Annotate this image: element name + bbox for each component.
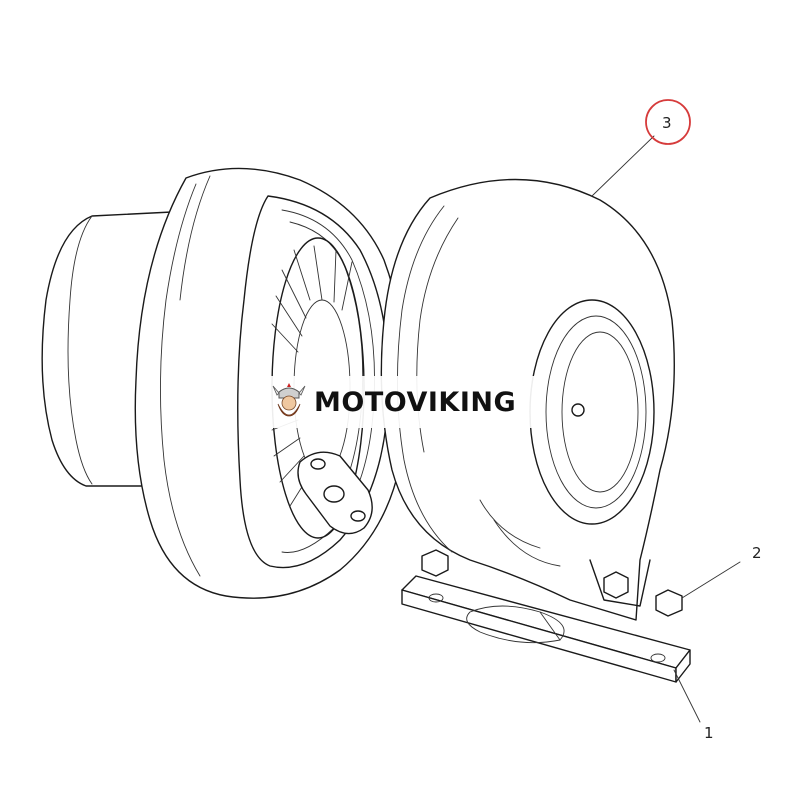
callout-2[interactable]: 2 <box>752 544 762 562</box>
viking-head-icon <box>272 383 306 417</box>
mounting-nuts <box>421 549 683 617</box>
watermark: MOTOVIKING <box>262 376 538 428</box>
callout-3-highlight-circle <box>645 99 691 145</box>
callout-3[interactable]: 3 <box>662 114 672 132</box>
leader-line-3 <box>591 135 655 197</box>
callout-1[interactable]: 1 <box>704 724 714 742</box>
leader-line-2 <box>681 561 741 599</box>
gasket <box>401 575 691 683</box>
leader-lines <box>591 135 741 723</box>
oil-flange <box>297 451 373 535</box>
leader-line-1 <box>673 669 701 723</box>
brand-name: MOTOVIKING <box>314 386 517 418</box>
